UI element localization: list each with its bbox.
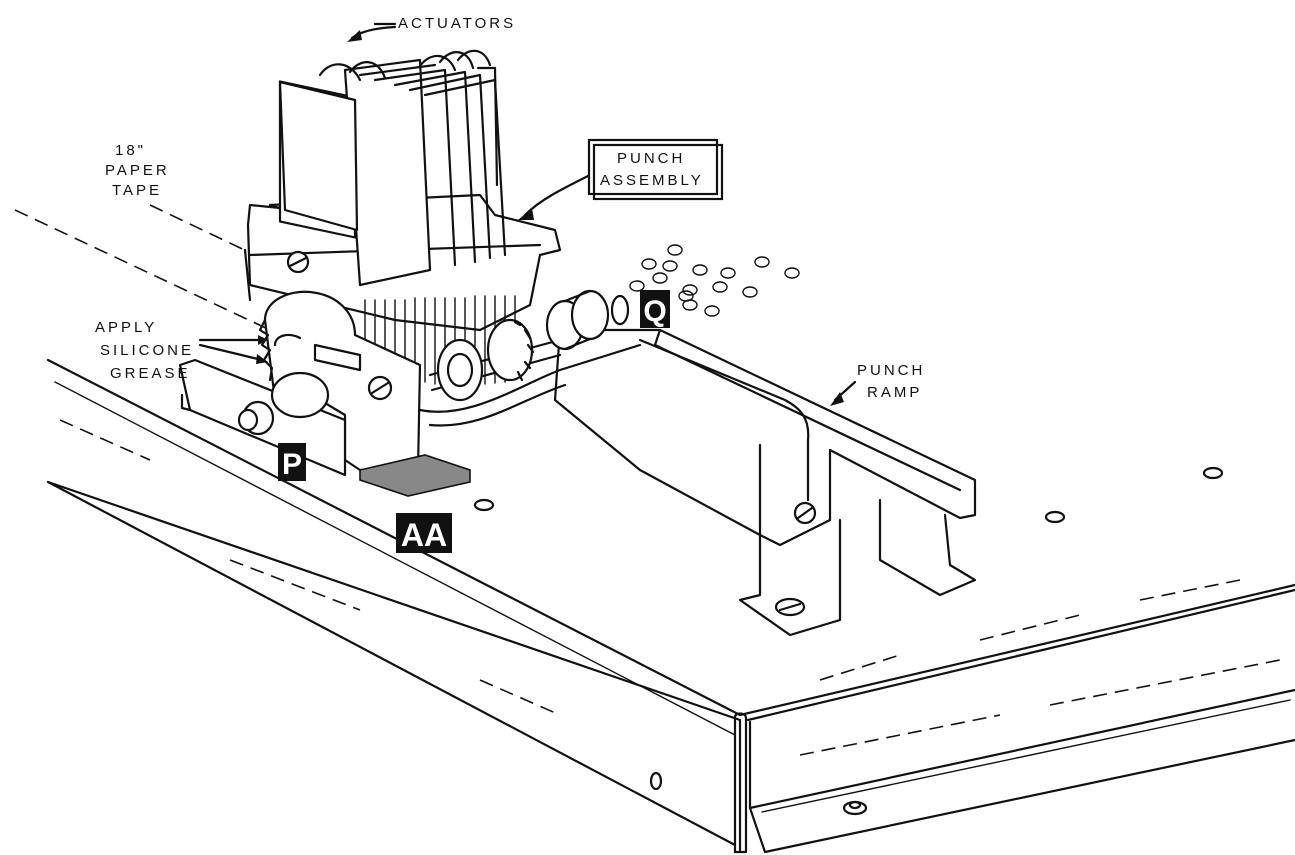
svg-text:P: P bbox=[282, 448, 302, 481]
label-apply: APPLY bbox=[95, 319, 157, 336]
label-paper-tape-word1: PAPER bbox=[105, 162, 170, 179]
label-punch-assembly-word2: ASSEMBLY bbox=[600, 172, 704, 189]
punch-assembly-callout: PUNCH ASSEMBLY bbox=[587, 138, 724, 201]
punch-assembly bbox=[178, 49, 642, 497]
label-paper-tape-word2: TAPE bbox=[112, 182, 162, 199]
svg-text:AA: AA bbox=[401, 517, 447, 553]
reference-tags: P Q AA bbox=[278, 290, 670, 553]
svg-text:Q: Q bbox=[643, 295, 666, 328]
tag-aa: AA bbox=[396, 513, 452, 553]
label-grease: GREASE bbox=[110, 365, 191, 382]
label-actuators: ACTUATORS bbox=[398, 15, 516, 32]
label-paper-tape-size: 18" bbox=[115, 142, 146, 159]
label-punch-ramp-word1: PUNCH bbox=[857, 362, 925, 379]
base-plate bbox=[46, 358, 1295, 854]
leader-lines bbox=[198, 22, 857, 406]
label-punch-ramp-word2: RAMP bbox=[867, 384, 922, 401]
tag-p: P bbox=[278, 443, 306, 481]
text-labels: ACTUATORS 18" PAPER TAPE PUNCH ASSEMBLY … bbox=[95, 15, 925, 401]
label-punch-assembly-word1: PUNCH bbox=[617, 150, 685, 167]
punch-ramp bbox=[553, 328, 977, 637]
label-silicone: SILICONE bbox=[100, 342, 194, 359]
punched-holes bbox=[629, 244, 800, 317]
tag-q: Q bbox=[640, 290, 670, 328]
paper-tape-path bbox=[14, 204, 271, 331]
